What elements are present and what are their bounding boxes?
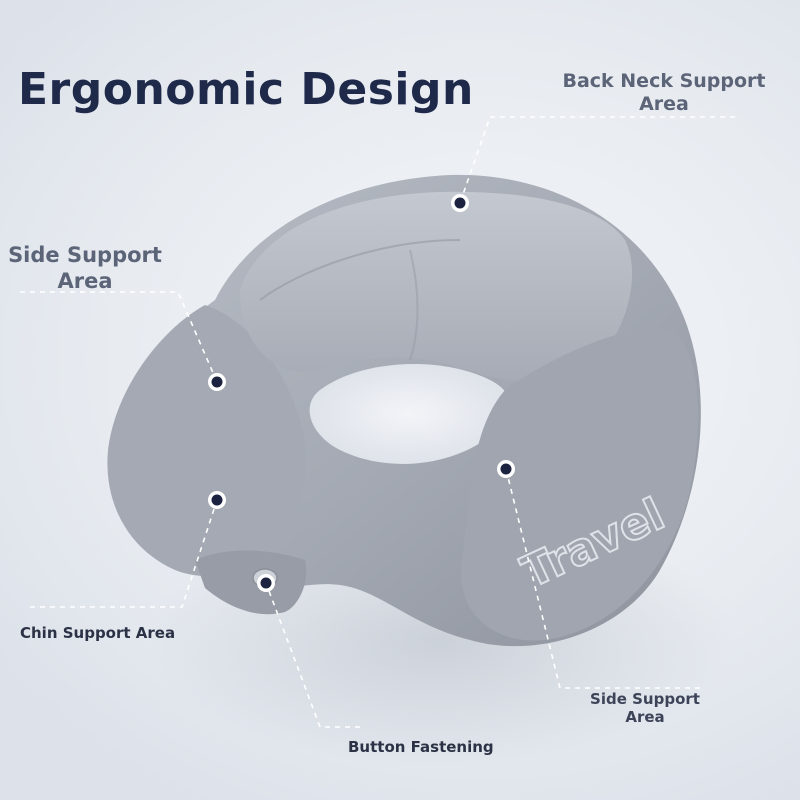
leader-button (265, 582, 360, 728)
callout-side-right: Side Support Area (590, 690, 700, 727)
page-title: Ergonomic Design (18, 64, 474, 115)
callout-side-left: Side Support Area (8, 243, 162, 293)
leader-chin (30, 499, 218, 608)
callout-button: Button Fastening (348, 738, 494, 756)
leader-back-neck (459, 116, 735, 204)
fold-line (409, 249, 419, 361)
pillow-right-arm (461, 328, 699, 641)
fold-line (259, 239, 461, 301)
leader-side-right (505, 468, 700, 689)
leader-lines (20, 116, 735, 728)
back-neck-support (240, 191, 633, 382)
callout-back-neck: Back Neck Support Area (562, 70, 766, 116)
markers (208, 194, 515, 592)
callout-chin: Chin Support Area (20, 624, 176, 642)
pillow-left-arm (107, 305, 306, 577)
pillow-opening (309, 363, 511, 464)
chin-strap (195, 550, 307, 615)
leader-side-left (20, 291, 218, 383)
